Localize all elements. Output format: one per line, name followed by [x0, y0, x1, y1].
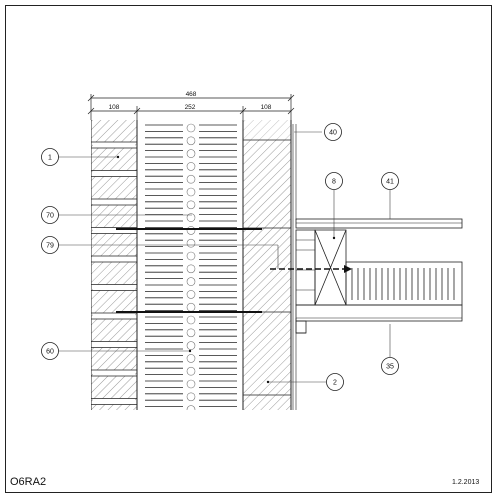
cavity-insulation — [145, 123, 237, 410]
svg-text:1: 1 — [48, 155, 52, 162]
callout-2: 2 — [326, 373, 344, 391]
leader-lines — [58, 131, 391, 383]
callout-60: 60 — [41, 342, 59, 360]
floor-construction — [295, 218, 463, 334]
dimension-total: 468 — [186, 91, 197, 98]
drawing-date: 1.2.2013 — [452, 479, 480, 486]
dimension-outer-leaf: 108 — [109, 104, 120, 111]
callout-35: 35 — [381, 357, 399, 375]
callout-70: 70 — [41, 206, 59, 224]
callout-1: 1 — [41, 148, 59, 166]
outer-brick-leaf — [91, 120, 138, 410]
svg-text:8: 8 — [332, 179, 336, 186]
callout-41: 41 — [381, 172, 399, 190]
callout-40: 40 — [324, 123, 342, 141]
svg-text:40: 40 — [329, 130, 337, 137]
anchor-line — [270, 265, 352, 273]
leader-dots — [116, 155, 336, 384]
floor-insulation — [351, 268, 455, 300]
wall-ties — [116, 228, 262, 313]
svg-text:2: 2 — [333, 380, 337, 387]
callout-8: 8 — [325, 172, 343, 190]
callout-79: 79 — [41, 236, 59, 254]
svg-text:41: 41 — [386, 179, 394, 186]
svg-text:70: 70 — [46, 213, 54, 220]
svg-text:35: 35 — [386, 364, 394, 371]
sheet-border — [5, 5, 492, 493]
svg-text:60: 60 — [46, 349, 54, 356]
svg-text:79: 79 — [46, 243, 54, 250]
dimension-chain — [87, 94, 295, 120]
dimension-inner-leaf: 108 — [261, 104, 272, 111]
drawing-code: O6RA2 — [10, 476, 47, 488]
dimension-cavity: 252 — [185, 104, 196, 111]
plaster-layer — [292, 124, 297, 410]
inner-leaf — [242, 120, 292, 410]
